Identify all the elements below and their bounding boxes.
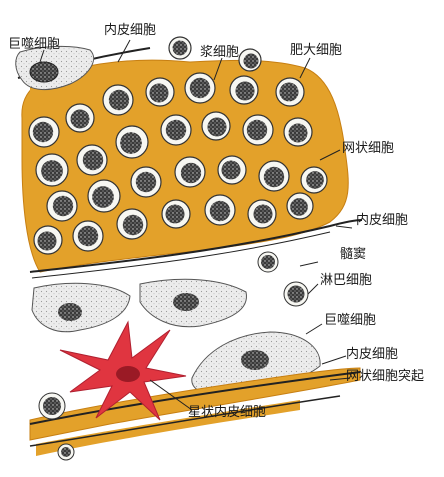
- label-endothelial-low: 内皮细胞: [346, 346, 398, 362]
- endothelium-mid-2: [31, 231, 331, 279]
- endothelium-lower-2: [29, 395, 341, 447]
- lymphocyte-nucleus: [290, 198, 308, 216]
- reticular-tissue-bottom: [36, 400, 300, 456]
- reticular-tissue-lower: [29, 367, 361, 441]
- lymphocyte-nucleus: [70, 109, 90, 129]
- macrophage-middle-left: [31, 282, 131, 333]
- lymphocyte-nucleus: [149, 83, 169, 103]
- lymphocyte-nucleus: [288, 123, 308, 143]
- lymphocyte-nucleus: [122, 214, 144, 236]
- macrophage-middle-nucleus-1: [58, 303, 82, 321]
- lymphocyte-nucleus: [52, 195, 74, 217]
- bottom-cell-2-nucleus: [61, 447, 71, 457]
- lymphocyte-nucleus: [221, 160, 241, 180]
- label-endothelial-mid: 内皮细胞: [356, 212, 408, 228]
- label-reticular-process: 网状细胞突起: [346, 368, 424, 384]
- lymphocyte-nucleus: [263, 166, 285, 188]
- lymphocyte-nucleus: [172, 40, 188, 56]
- label-mast-cell: 肥大细胞: [290, 43, 342, 58]
- lymphocyte-nucleus: [306, 171, 324, 189]
- macrophage-middle-nucleus-2: [173, 293, 199, 311]
- label-macrophage-top: 巨噬细胞: [8, 37, 60, 52]
- lymphocyte-nucleus: [165, 204, 185, 224]
- lymphocyte-nucleus: [165, 119, 187, 141]
- leader-lines: [39, 39, 353, 411]
- sinus-lymphocyte-1-nucleus: [261, 255, 275, 269]
- label-sinus: 髓窦: [340, 247, 366, 262]
- lymphocyte-nucleus: [279, 82, 299, 102]
- sinus-lymphocyte-2-nucleus: [287, 285, 305, 303]
- lymphocyte-cluster: [28, 36, 328, 255]
- label-endothelial-top: 内皮细胞: [104, 22, 156, 38]
- lymphocyte-nucleus: [207, 117, 227, 137]
- lymphocyte-nucleus: [246, 119, 268, 141]
- label-plasma-cell: 浆细胞: [200, 45, 239, 60]
- label-macrophage-right: 巨噬细胞: [324, 313, 376, 328]
- label-stellate-endothelial: 星状内皮细胞: [188, 404, 266, 420]
- bottom-cell-1-nucleus: [43, 397, 61, 415]
- lymphocyte-nucleus: [253, 204, 273, 224]
- lymphocyte-nucleus: [135, 171, 157, 193]
- lymphocyte-nucleus: [209, 200, 231, 222]
- stellate-endothelial-nucleus: [116, 366, 140, 382]
- label-lymphocyte: 淋巴细胞: [320, 273, 372, 288]
- lymphocyte-nucleus: [108, 89, 130, 111]
- lymphocyte-nucleus: [77, 225, 99, 247]
- label-reticular-cell: 网状细胞: [342, 141, 394, 156]
- lymphocyte-nucleus: [92, 186, 114, 208]
- lymphocyte-nucleus: [82, 149, 104, 171]
- endothelium-lower: [29, 371, 361, 425]
- lymphocyte-nucleus: [32, 121, 54, 143]
- macrophage-lower-right-nucleus: [241, 350, 269, 370]
- lymphocyte-nucleus: [189, 77, 211, 99]
- lymphocyte-nucleus: [180, 162, 202, 184]
- macrophage-top-left-nucleus: [29, 61, 59, 83]
- lymphocyte-nucleus: [235, 81, 255, 101]
- lymphocyte-nucleus: [243, 53, 259, 69]
- lymphocyte-nucleus: [37, 231, 57, 251]
- lymphocyte-nucleus: [120, 132, 142, 154]
- endothelium-mid: [29, 219, 363, 273]
- lymphocyte-nucleus: [41, 160, 63, 182]
